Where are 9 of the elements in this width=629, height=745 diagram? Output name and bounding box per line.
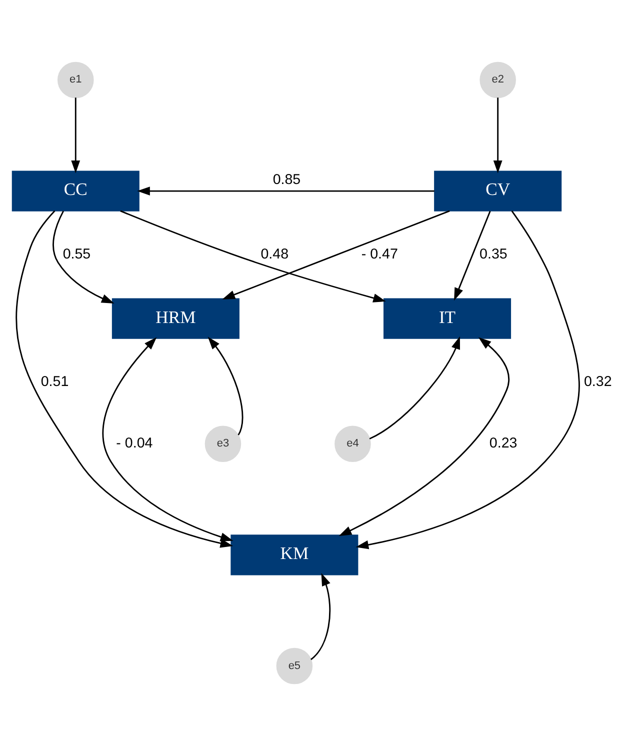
edge-label: 0.85 [272,171,301,188]
edge-label: 0.23 [489,435,518,452]
edge-label: - 0.47 [361,246,398,262]
edge-label: 0.51 [40,374,69,390]
edge-label: 0.35 [480,246,508,262]
edge-label: - 0.04 [116,435,153,452]
edge-label: 0.48 [260,246,289,262]
edge-label: 0.55 [62,246,91,262]
edge-label: 0.32 [584,374,612,390]
